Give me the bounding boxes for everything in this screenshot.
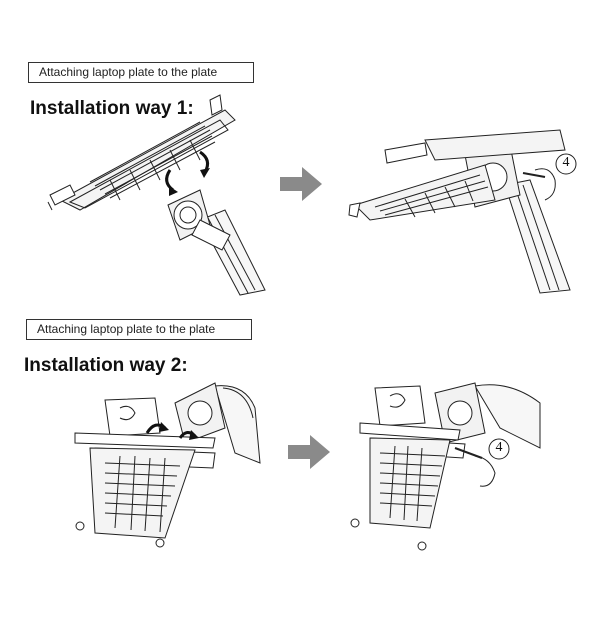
- curved-arrow-icon: [189, 430, 199, 440]
- step-marker-4: 4: [495, 440, 503, 455]
- section-1-caption-text: Attaching laptop plate to the plate: [39, 65, 218, 79]
- section-2-heading: Installation way 2:: [24, 355, 188, 376]
- flow-arrow-right-icon: [280, 167, 322, 201]
- flow-arrow-right-icon: [288, 435, 330, 469]
- section-2-caption-text: Attaching laptop plate to the plate: [37, 322, 216, 336]
- way2-before-illustration: [74, 382, 261, 548]
- curved-arrow-icon: [169, 186, 178, 196]
- way2-after-illustration: [350, 382, 541, 551]
- curved-arrow-icon: [159, 422, 169, 432]
- step-marker-4: 4: [562, 155, 570, 170]
- section-1-heading: Installation way 1:: [30, 98, 194, 119]
- way1-before-illustration: [47, 94, 266, 296]
- curved-arrow-icon: [200, 168, 210, 178]
- way1-after-illustration: [348, 129, 571, 294]
- section-1-caption: Attaching laptop plate to the plate: [28, 62, 254, 83]
- section-2-caption: Attaching laptop plate to the plate: [26, 319, 252, 340]
- step-marker-circle: [488, 438, 510, 460]
- step-marker-circle: [555, 153, 577, 175]
